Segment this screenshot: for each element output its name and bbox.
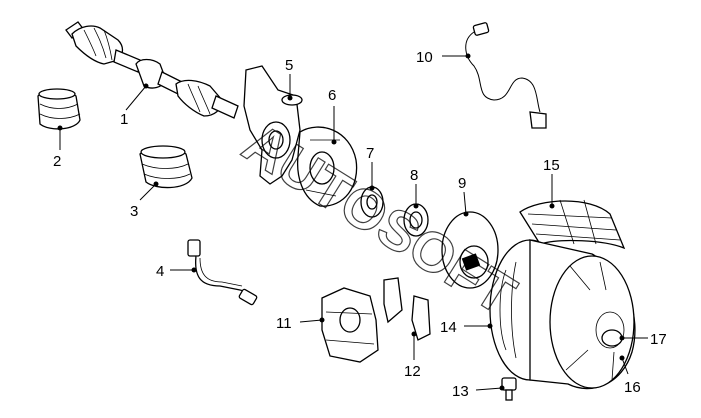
part-16-wheel-drum — [529, 239, 636, 390]
part-10-abs-sensor — [465, 22, 547, 129]
part-8-nut — [403, 203, 429, 237]
callout-5: 5 — [285, 57, 293, 74]
callout-17: 17 — [650, 331, 667, 348]
part-6-dust-shield — [296, 126, 358, 207]
callout-labels: 1 2 3 4 5 6 7 8 9 10 11 12 13 14 15 16 1… — [53, 49, 667, 400]
callout-8: 8 — [410, 167, 418, 184]
part-2-boot — [37, 88, 81, 130]
part-5-steering-knuckle — [243, 65, 303, 185]
callout-9: 9 — [458, 175, 466, 192]
callout-6: 6 — [328, 87, 336, 104]
callout-4: 4 — [156, 263, 164, 280]
callout-3: 3 — [130, 203, 138, 220]
part-4-brake-hose — [187, 239, 258, 306]
part-3-boot — [139, 145, 193, 189]
callout-16: 16 — [624, 379, 641, 396]
callout-1: 1 — [120, 111, 128, 128]
part-9-wheel-hub — [441, 211, 499, 289]
callout-12: 12 — [404, 363, 421, 380]
callout-7: 7 — [366, 145, 374, 162]
part-12-brake-pads — [383, 277, 431, 341]
part-17-hub-cap — [601, 329, 623, 347]
callout-14: 14 — [440, 319, 457, 336]
callout-10: 10 — [416, 49, 433, 66]
part-15-caliper-cover — [519, 199, 626, 250]
callout-11: 11 — [276, 315, 292, 332]
leader-lines — [59, 55, 648, 391]
callout-13: 13 — [452, 383, 469, 400]
part-1-drive-shaft — [65, 21, 239, 119]
callout-15: 15 — [543, 157, 560, 174]
leader-dots — [57, 53, 625, 391]
callout-2: 2 — [53, 153, 61, 170]
part-13-bolt — [501, 377, 517, 401]
part-11-brake-caliper — [321, 287, 379, 363]
